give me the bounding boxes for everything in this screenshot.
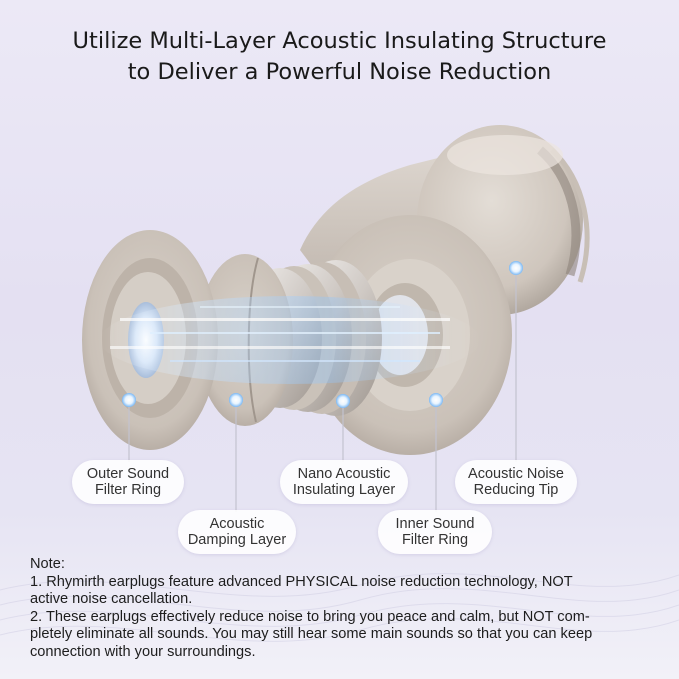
- callout-tip-line-1: Acoustic Noise: [468, 465, 564, 482]
- note-line: 1. Rhymirth earplugs feature advanced PH…: [30, 573, 573, 590]
- headline-line-2: to Deliver a Powerful Noise Reduction: [127, 59, 552, 85]
- note-heading: Note:: [30, 556, 65, 572]
- marker-dot-tip: [509, 261, 523, 275]
- callout-outer-line-2: Filter Ring: [94, 482, 162, 498]
- note-line: connection with your surroundings.: [30, 643, 256, 660]
- marker-dot-nano: [336, 394, 350, 408]
- callout-acoustic-noise-reducing-tip: Acoustic Noise Reducing Tip: [455, 460, 577, 504]
- callout-tip-line-2: Reducing Tip: [473, 482, 559, 498]
- callout-acoustic-damping-layer: Acoustic Damping Layer: [178, 510, 296, 554]
- note-line: pletely eliminate all sounds. You may st…: [30, 626, 593, 643]
- note-line: active noise cancellation.: [30, 591, 193, 608]
- callout-inner-line-2: Filter Ring: [401, 532, 469, 548]
- callout-damping-line-2: Damping Layer: [187, 532, 287, 548]
- callout-nano-acoustic-insulating-layer: Nano Acoustic Insulating Layer: [280, 460, 408, 504]
- callout-nano-line-2: Insulating Layer: [292, 482, 396, 498]
- background-wave-pattern: [0, 573, 679, 642]
- marker-dot-outer-ring: [122, 393, 136, 407]
- headline-line-1: Utilize Multi-Layer Acoustic Insulating …: [72, 28, 607, 54]
- headline: Utilize Multi-Layer Acoustic Insulating …: [0, 26, 679, 88]
- leader-lines: [128, 268, 517, 512]
- callout-outer-line-1: Outer Sound: [86, 465, 170, 482]
- callout-outer-sound-filter-ring: Outer Sound Filter Ring: [72, 460, 184, 504]
- note-block: Note: 1. Rhymirth earplugs feature advan…: [30, 556, 660, 662]
- note-line: 2. These earplugs effectively reduce noi…: [30, 608, 590, 625]
- callout-inner-sound-filter-ring: Inner Sound Filter Ring: [378, 510, 492, 554]
- sound-wave-beam: [100, 296, 480, 384]
- marker-dot-damping: [229, 393, 243, 407]
- marker-dot-inner-ring: [429, 393, 443, 407]
- callout-nano-line-1: Nano Acoustic: [297, 465, 391, 482]
- callout-damping-line-1: Acoustic: [209, 515, 265, 532]
- callout-inner-line-1: Inner Sound: [395, 515, 475, 532]
